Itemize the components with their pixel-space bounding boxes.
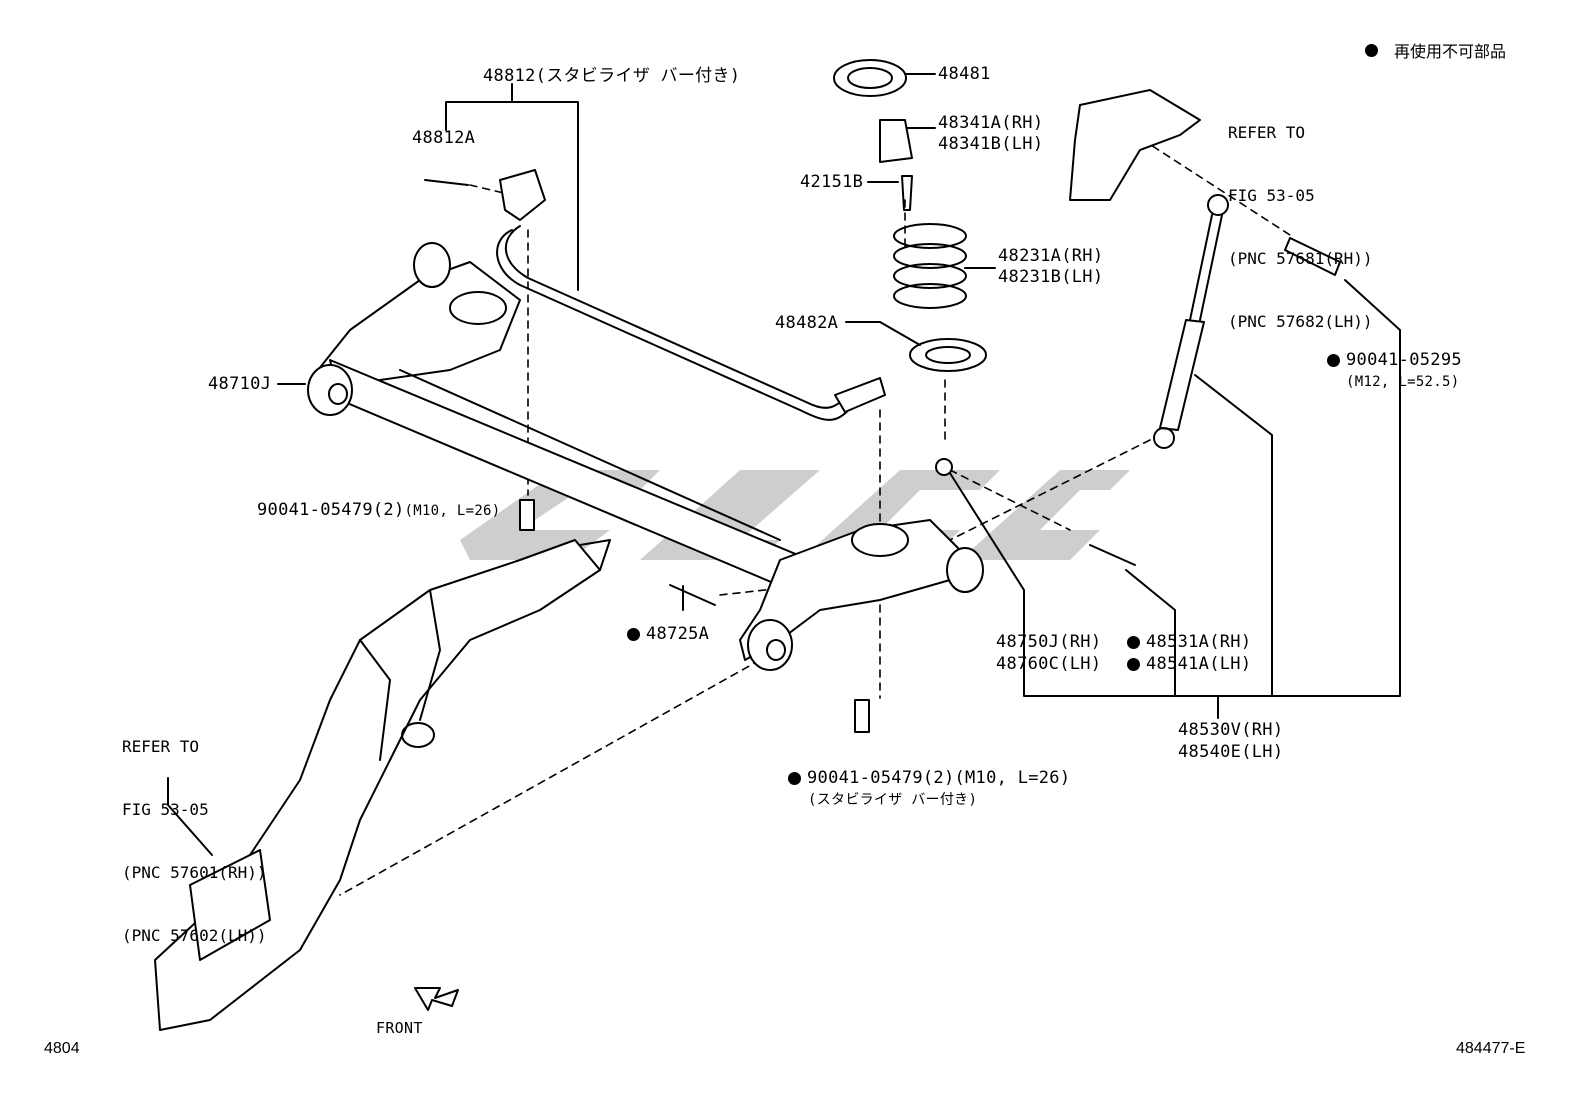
part-48725A[interactable]: 48725A [627,624,709,644]
ref-line: (PNC 57602(LH)) [122,926,267,945]
ref-line: (PNC 57681(RH)) [1228,249,1373,268]
part-90041-05295-spec: (M12, L=52.5) [1346,374,1460,390]
part-48482A[interactable]: 48482A [775,313,839,333]
ref-block-top-right[interactable]: REFER TO FIG 53-05 (PNC 57681(RH)) (PNC … [1228,80,1373,353]
part-90041-05479-left[interactable]: 90041-05479(2)(M10, L=26) [257,500,501,521]
figure-code: 484477-E [1456,1040,1526,1057]
front-arrow-icon [414,987,459,1011]
ref-block-bottom-left[interactable]: REFER TO FIG 53-05 (PNC 57601(RH)) (PNC … [122,694,267,967]
shock-absorber [1153,194,1341,449]
page-code: 4804 [44,1040,80,1057]
part-48710J[interactable]: 48710J [208,374,272,394]
part-90041-05479-left-spec: (M10, L=26) [404,503,501,519]
non-reusable-dot-icon [788,771,801,785]
coil-spring-assembly [833,59,987,372]
part-48341A[interactable]: 48341A(RH) [938,113,1044,133]
part-48231B[interactable]: 48231B(LH) [998,267,1104,287]
part-48725A-number: 48725A [646,624,710,644]
non-reusable-dot-icon [1127,657,1140,671]
ref-line: REFER TO [122,737,200,756]
part-42151B[interactable]: 42151B [800,172,864,192]
part-48541A-number: 48541A(LH) [1146,654,1252,674]
part-48760C[interactable]: 48760C(LH) [996,654,1102,674]
part-48531A-number: 48531A(RH) [1146,632,1252,652]
part-48812[interactable]: 48812(スタビライザ バー付き) [483,66,741,86]
leader-lines [167,73,1401,856]
ref-line: REFER TO [1228,123,1306,142]
ref-line: (PNC 57682(LH)) [1228,312,1373,331]
non-reusable-dot-icon [1327,353,1340,367]
body-bracket-upper [1069,89,1201,201]
torsion-beam-axle [307,242,984,671]
part-48481[interactable]: 48481 [938,64,991,84]
part-48531A[interactable]: 48531A(RH) [1127,632,1251,652]
part-90041-05295[interactable]: 90041-05295 [1327,350,1462,370]
side-member [154,539,611,1031]
front-label: FRONT [376,1019,423,1037]
part-90041-05479-left-number: 90041-05479(2) [257,500,405,520]
legend: 再使用不可部品 [1365,38,1506,62]
legend-text: 再使用不可部品 [1394,42,1507,61]
non-reusable-dot-icon [627,627,640,641]
part-90041-05479-center[interactable]: 90041-05479(2)(M10, L=26) [788,768,1070,788]
part-90041-05479-center-note: (スタビライザ バー付き) [808,792,978,808]
ref-line: FIG 53-05 [122,800,209,819]
part-90041-05295-number: 90041-05295 [1346,350,1462,370]
ref-line: (PNC 57601(RH)) [122,863,267,882]
part-48540E[interactable]: 48540E(LH) [1178,742,1284,762]
part-48812A[interactable]: 48812A [412,128,476,148]
ref-line: FIG 53-05 [1228,186,1315,205]
part-48541A[interactable]: 48541A(LH) [1127,654,1251,674]
part-48750J[interactable]: 48750J(RH) [996,632,1102,652]
part-48530V[interactable]: 48530V(RH) [1178,720,1284,740]
non-reusable-part-dot-icon [1365,43,1378,57]
stabilizer-bar [496,169,886,421]
bolts [424,179,1136,733]
part-48341B[interactable]: 48341B(LH) [938,134,1044,154]
part-48231A[interactable]: 48231A(RH) [998,246,1104,266]
part-90041-05479-center-number: 90041-05479(2)(M10, L=26) [807,768,1071,788]
non-reusable-dot-icon [1127,635,1140,649]
